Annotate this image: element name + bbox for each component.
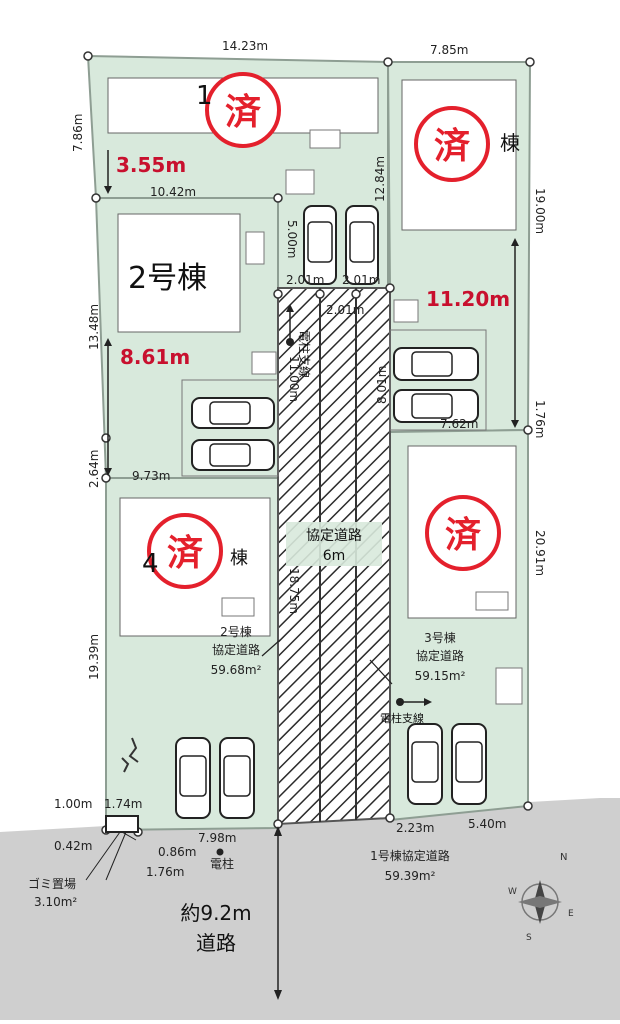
car [393,389,479,423]
garbage-area: 3.10m² [34,895,77,909]
car [345,205,379,285]
tree-icon [121,737,139,773]
sold-stamp-1: 済 [205,72,281,148]
dim-right-1-76: 1.76m [533,400,547,438]
dim-setback-1: 3.55m [116,153,186,177]
pole-stay-marker [286,338,294,346]
lot3-road-area: 59.15m² [415,669,466,683]
dim-slot-a: 2.01m [286,273,324,287]
dim-left-19-39: 19.39m [87,634,101,680]
lot2-road-name: 2号棟 [220,624,252,639]
garbage-station [105,815,139,833]
dim-garbage-0-42: 0.42m [54,839,92,853]
car [407,723,443,805]
front-road-name: 道路 [196,931,236,955]
front-road [0,798,620,1020]
dim-garbage-1-74: 1.74m [104,797,142,811]
car [191,439,275,471]
car [393,347,479,381]
car [191,397,275,429]
pole-stay-label-2: 電柱支線 [380,711,424,725]
dim-right-20-91: 20.91m [533,530,547,576]
sold-stamp-2: 済 [414,106,490,182]
dim-slot-b: 2.01m [342,273,380,287]
lot3-road-name: 3号棟 [424,630,456,645]
dim-width-10-42: 10.42m [150,185,196,199]
building-top-right-label: 棟 [500,131,520,155]
car [451,723,487,805]
svg-text:N: N [560,852,567,863]
lot1-road-area: 59.39m² [385,869,436,883]
pole-stay-label-1: 電柱支線 [297,330,312,378]
dim-width-7-62: 7.62m [440,417,478,431]
building-2 [117,213,241,333]
dim-bottom-2-23: 2.23m [396,821,434,835]
dim-top-left-width: 14.23m [222,39,268,53]
dim-width-9-73: 9.73m [132,469,170,483]
dim-top-right-width: 7.85m [430,43,468,57]
dim-garbage-1-00: 1.00m [54,797,92,811]
svg-text:E: E [568,909,574,919]
car [219,737,255,819]
dim-setback-2: 8.61m [120,345,190,369]
lot2-road-sub: 協定道路 [212,642,260,657]
dim-left-2-64: 2.64m [87,450,101,488]
building-1-label: 1 [196,81,213,111]
dim-garbage-0-86: 0.86m [158,845,196,859]
pole-label: 電柱 [210,856,234,871]
dim-bottom-7-98: 7.98m [198,831,236,845]
svg-text:W: W [508,887,517,897]
dim-garbage-1-76: 1.76m [146,865,184,879]
dim-setback-3: 11.20m [426,287,510,311]
lot3-road-sub: 協定道路 [416,648,464,663]
dim-left-top: 7.86m [71,114,85,152]
dim-right-19-00: 19.00m [533,188,547,234]
dim-slot-c: 2.01m [326,303,364,317]
pole-stay-marker [396,698,404,706]
private-road-width: 6m [323,548,346,564]
dim-left-13-48: 13.48m [87,304,101,350]
dim-road-11-00: 11.00m [287,356,301,402]
pole-marker [216,848,224,856]
lot1-road-name: 1号棟協定道路 [370,848,450,863]
building-2-label: 2号棟 [128,261,207,296]
svg-text:済: 済 [445,515,481,556]
dim-parking-depth: 5.00m [285,220,299,258]
garbage-label: ゴミ置場 [28,876,76,891]
lot2-road-area: 59.68m² [211,663,262,677]
private-road-title: 協定道路 [306,528,362,544]
svg-text:S: S [526,933,532,943]
dim-depth-12-84: 12.84m [373,156,387,202]
svg-text:済: 済 [434,126,470,167]
compass-icon: N E S W [508,852,574,943]
svg-text:済: 済 [167,533,203,574]
dim-bottom-5-40: 5.40m [468,817,506,831]
sold-stamp-4: 済 [147,513,223,589]
dim-road-18-75: 18.75m [287,568,301,614]
road-title-box [286,522,382,566]
dim-inner-8-01: 8.01m [375,366,389,404]
svg-text:済: 済 [225,92,261,133]
front-road-width: 約9.2m [180,901,251,925]
building-4-label: 4 [142,549,159,579]
car [175,737,211,819]
sold-stamp-3: 済 [425,495,501,571]
car [303,205,337,285]
building-4-suffix: 棟 [230,548,248,569]
